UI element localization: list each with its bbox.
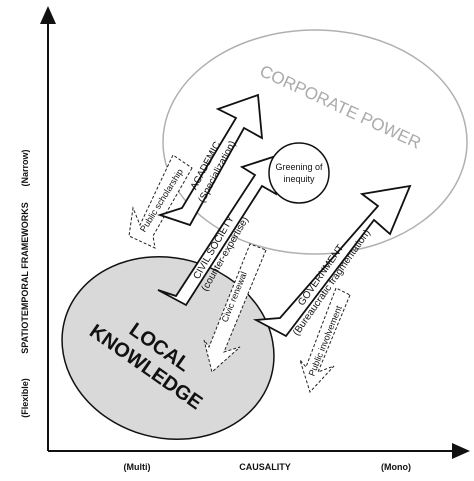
local-knowledge-ellipse: [61, 256, 275, 440]
greening-line1: Greening of: [275, 162, 323, 172]
y-axis-low-label: (Flexible): [20, 378, 30, 418]
x-axis-high-label: (Mono): [381, 462, 411, 472]
y-axis-high-label: (Narrow): [20, 149, 30, 186]
government-arrow: [252, 184, 412, 338]
x-axis-low-label: (Multi): [124, 462, 151, 472]
public-scholarship-label: Public scholarship: [138, 167, 185, 234]
y-axis-title: SPATIOTEMPORAL FRAMEWORKS: [20, 202, 30, 354]
corporate-power-ellipse: [162, 29, 468, 255]
x-axis-title: CAUSALITY: [239, 462, 291, 472]
greening-line2: inequity: [283, 174, 315, 184]
academic-arrow: [157, 93, 264, 227]
public-scholarship-arrow: [128, 154, 193, 249]
civic-renewal-arrow: [203, 243, 267, 373]
greening-of-inequity-circle: [268, 142, 330, 204]
public-involvement-arrow: [299, 287, 351, 393]
